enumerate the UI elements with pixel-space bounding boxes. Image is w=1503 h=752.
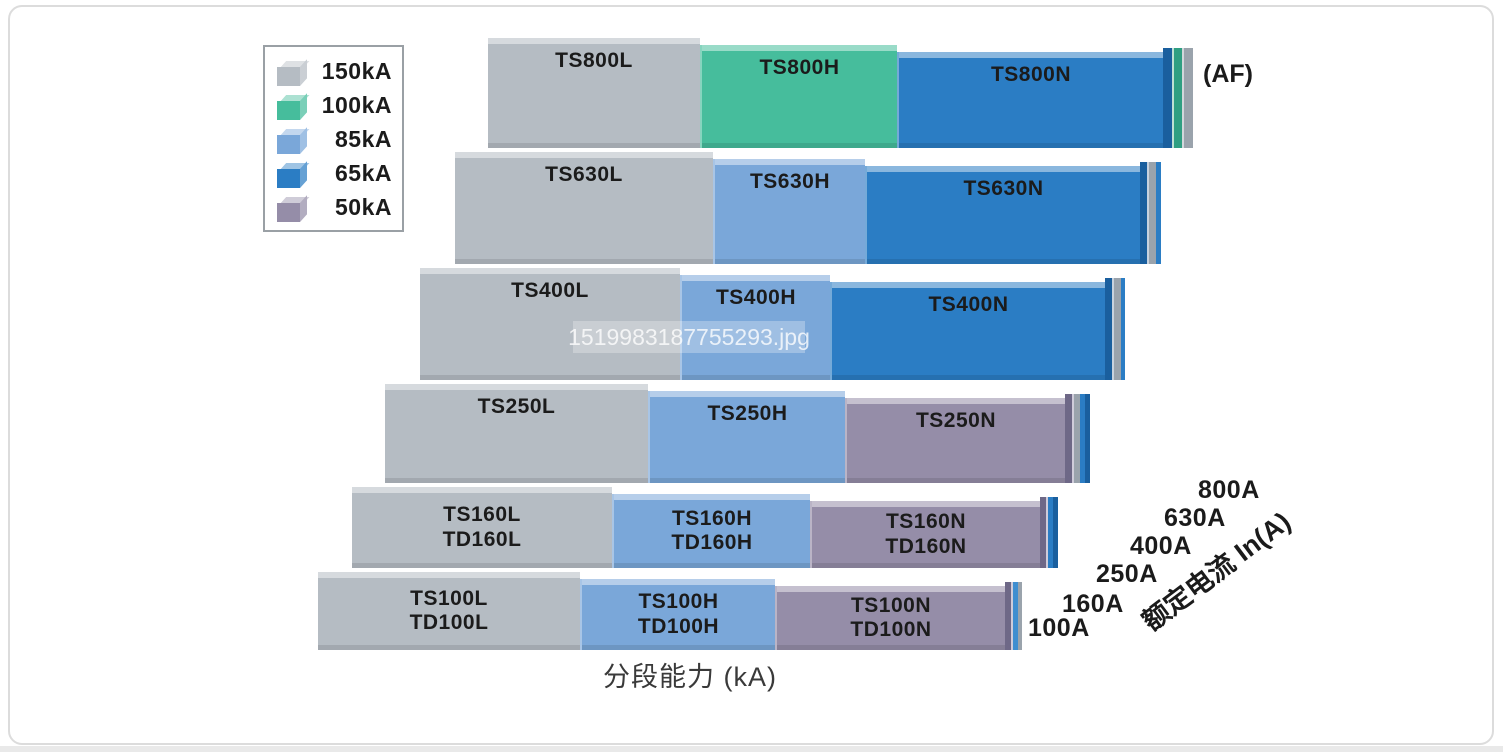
legend-label: 65kA xyxy=(335,160,392,186)
bar-segment-ts800l: TS800L xyxy=(488,38,700,148)
row-3d-edge xyxy=(1005,582,1022,650)
bar-segment-ts400h: TS400H xyxy=(680,275,830,380)
depth-tick-400a: 400A xyxy=(1130,532,1192,560)
depth-tick-800a: 800A xyxy=(1198,476,1260,504)
bar-segment-ts160h: TS160H TD160H xyxy=(612,494,810,568)
bar-segment-label: TS250L xyxy=(477,395,556,418)
bar-segment-label: TS800H xyxy=(759,56,840,79)
bar-segment-label: TS400H xyxy=(715,286,797,309)
bar-row-630af: TS630L TS630H TS630N xyxy=(455,152,1161,264)
bar-segment-ts630h: TS630H xyxy=(713,159,865,264)
depth-tick-100a: 100A xyxy=(1028,614,1090,642)
bar-segment-label: TS400L xyxy=(511,279,589,302)
bar-segment-label: TS800N xyxy=(990,63,1072,86)
legend-item-65ka: 65kA xyxy=(277,157,392,190)
bar-segment-ts100n: TS100N TD100N xyxy=(775,586,1005,650)
depth-tick-630a: 630A xyxy=(1164,504,1226,532)
legend-item-150ka: 150kA xyxy=(277,55,392,88)
bar-segment-label: TS160L TD160L xyxy=(442,503,522,551)
bar-segment-ts160n: TS160N TD160N xyxy=(810,501,1040,568)
row-3d-edge xyxy=(1105,278,1125,380)
legend-label: 100kA xyxy=(321,92,392,118)
bar-row-250af: TS250L TS250H TS250N xyxy=(385,384,1090,483)
legend-cube-65ka-icon xyxy=(277,160,310,188)
row-3d-edge xyxy=(1163,48,1193,148)
bar-segment-label: TS250H xyxy=(707,402,788,425)
bar-segment-label: TS100H TD100H xyxy=(637,590,720,638)
frame-unit-label: (AF) xyxy=(1203,60,1253,88)
legend-label: 150kA xyxy=(321,58,392,84)
legend-cube-150ka-icon xyxy=(277,58,310,86)
bar-segment-ts630l: TS630L xyxy=(455,152,713,264)
bar-segment-ts800n: TS800N xyxy=(897,52,1163,148)
x-axis-title: 分段能力 (kA) xyxy=(603,662,777,692)
bar-segment-ts100h: TS100H TD100H xyxy=(580,579,775,650)
bar-row-800af: TS800L TS800H TS800N xyxy=(488,38,1193,148)
legend-cube-100ka-icon xyxy=(277,92,310,120)
legend-item-100ka: 100kA xyxy=(277,89,392,122)
legend: 150kA 100kA 85kA 65kA 50kA xyxy=(263,45,404,232)
row-3d-edge xyxy=(1040,497,1058,568)
bar-segment-ts800h: TS800H xyxy=(700,45,897,148)
bar-segment-label: TS630H xyxy=(749,170,831,193)
bar-segment-label: TS400N xyxy=(928,293,1009,316)
bar-segment-ts400l: TS400L xyxy=(420,268,680,380)
bar-segment-ts100l: TS100L TD100L xyxy=(318,572,580,650)
depth-tick-160a: 160A xyxy=(1062,590,1124,618)
row-3d-edge xyxy=(1065,394,1090,483)
depth-tick-250a: 250A xyxy=(1096,560,1158,588)
bar-segment-ts400n: TS400N xyxy=(830,282,1105,380)
legend-item-50ka: 50kA xyxy=(277,191,392,224)
bar-segment-label: TS630N xyxy=(963,177,1044,200)
bar-segment-label: TS250N xyxy=(915,409,997,432)
watermark-text: 1519983187755293.jpg xyxy=(568,321,810,353)
bar-segment-label: TS160H TD160H xyxy=(671,506,753,554)
bar-segment-label: TS100N TD100N xyxy=(850,593,932,641)
legend-label: 85kA xyxy=(335,126,392,152)
bar-segment-ts630n: TS630N xyxy=(865,166,1140,264)
legend-cube-50ka-icon xyxy=(277,194,310,222)
bar-segment-ts250n: TS250N xyxy=(845,398,1065,483)
bar-segment-label: TS100L TD100L xyxy=(409,586,489,634)
bar-segment-ts250h: TS250H xyxy=(648,391,845,483)
bar-segment-ts160l: TS160L TD160L xyxy=(352,487,612,568)
bar-segment-ts250l: TS250L xyxy=(385,384,648,483)
legend-cube-85ka-icon xyxy=(277,126,310,154)
page-bottom-strip xyxy=(0,746,1503,752)
bar-segment-label: TS160N TD160N xyxy=(885,510,967,558)
bar-row-100af: TS100L TD100L TS100H TD100H TS100N TD100… xyxy=(318,572,1022,650)
legend-item-85ka: 85kA xyxy=(277,123,392,156)
legend-label: 50kA xyxy=(335,194,392,220)
bar-segment-label: TS630L xyxy=(545,163,623,186)
bar-row-160af: TS160L TD160L TS160H TD160H TS160N TD160… xyxy=(352,487,1058,568)
row-3d-edge xyxy=(1140,162,1161,264)
bar-row-400af: TS400L TS400H TS400N xyxy=(420,268,1125,380)
bar-segment-label: TS800L xyxy=(555,49,633,72)
